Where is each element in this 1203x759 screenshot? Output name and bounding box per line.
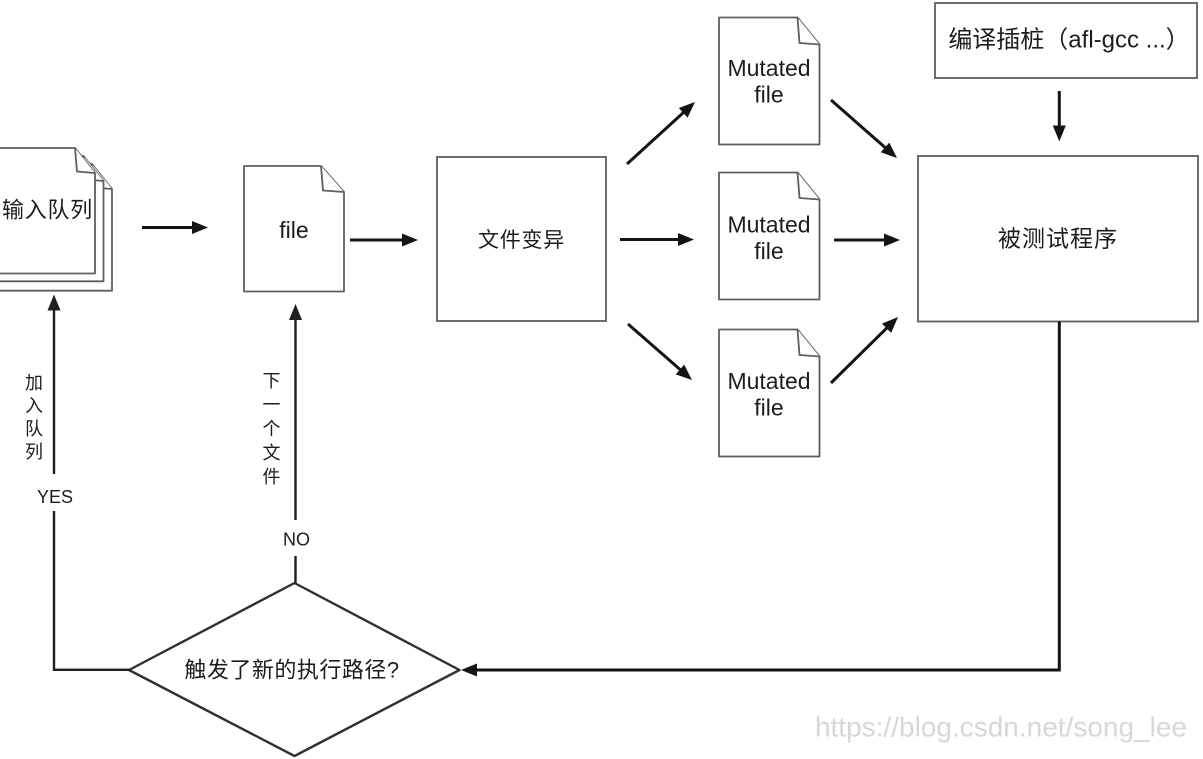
svg-text:列: 列 bbox=[25, 442, 43, 462]
svg-text:NO: NO bbox=[283, 530, 310, 550]
svg-text:file: file bbox=[754, 238, 783, 264]
svg-text:编译插桩（afl-gcc ...）: 编译插桩（afl-gcc ...） bbox=[948, 27, 1189, 54]
svg-text:Mutated: Mutated bbox=[727, 55, 810, 81]
svg-text:文: 文 bbox=[263, 443, 281, 463]
svg-text:https://blog.csdn.net/song_lee: https://blog.csdn.net/song_lee bbox=[815, 712, 1187, 743]
svg-text:个: 个 bbox=[263, 419, 281, 439]
svg-text:file: file bbox=[754, 395, 783, 421]
svg-text:入: 入 bbox=[25, 396, 43, 416]
svg-text:file: file bbox=[754, 82, 783, 108]
svg-text:Mutated: Mutated bbox=[727, 212, 810, 238]
svg-text:Mutated: Mutated bbox=[727, 368, 810, 394]
svg-text:队: 队 bbox=[25, 419, 43, 439]
svg-text:件: 件 bbox=[263, 467, 281, 487]
svg-text:文件变异: 文件变异 bbox=[478, 229, 565, 252]
svg-text:触发了新的执行路径?: 触发了新的执行路径? bbox=[184, 658, 399, 683]
svg-text:一: 一 bbox=[263, 395, 281, 415]
svg-text:被测试程序: 被测试程序 bbox=[998, 226, 1118, 252]
svg-text:file: file bbox=[279, 217, 308, 243]
svg-text:YES: YES bbox=[37, 487, 73, 507]
svg-text:输入队列: 输入队列 bbox=[2, 198, 93, 223]
svg-text:加: 加 bbox=[25, 373, 43, 393]
svg-text:下: 下 bbox=[263, 371, 281, 391]
